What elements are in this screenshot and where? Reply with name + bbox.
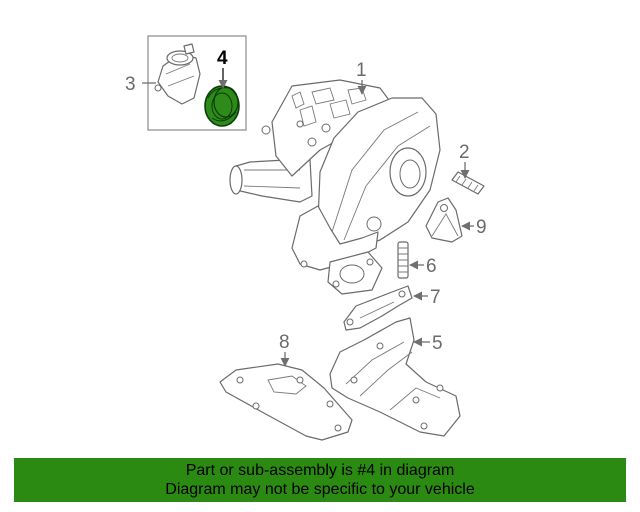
callout-1: 1 — [356, 60, 367, 81]
callout-8: 8 — [279, 332, 290, 353]
part-6-stud[interactable] — [397, 241, 409, 279]
callout-2: 2 — [459, 142, 470, 163]
callout-6: 6 — [426, 256, 437, 277]
part-4-seal-ring[interactable] — [204, 85, 240, 127]
part-8-plate-gasket[interactable] — [219, 363, 353, 441]
callout-4: 4 — [217, 48, 228, 69]
part-2-stud[interactable] — [451, 171, 485, 195]
parts-diagram: 1 2 3 4 5 6 7 8 9 — [125, 35, 487, 441]
callout-9: 9 — [476, 217, 487, 238]
callout-7: 7 — [430, 287, 441, 308]
banner-line-2: Diagram may not be specific to your vehi… — [165, 481, 475, 498]
banner-line-1: Part or sub-assembly is #4 in diagram — [185, 462, 455, 479]
info-banner: Part or sub-assembly is #4 in diagram Di… — [14, 458, 626, 502]
part-3-intake-elbow[interactable] — [154, 43, 201, 105]
part-7-gasket[interactable] — [343, 285, 413, 331]
callout-3: 3 — [125, 74, 136, 95]
part-1-turbocharger[interactable] — [229, 79, 441, 295]
part-9-bracket[interactable] — [425, 197, 463, 243]
callout-5: 5 — [432, 333, 443, 354]
part-5-cooler-bracket[interactable] — [329, 317, 461, 437]
